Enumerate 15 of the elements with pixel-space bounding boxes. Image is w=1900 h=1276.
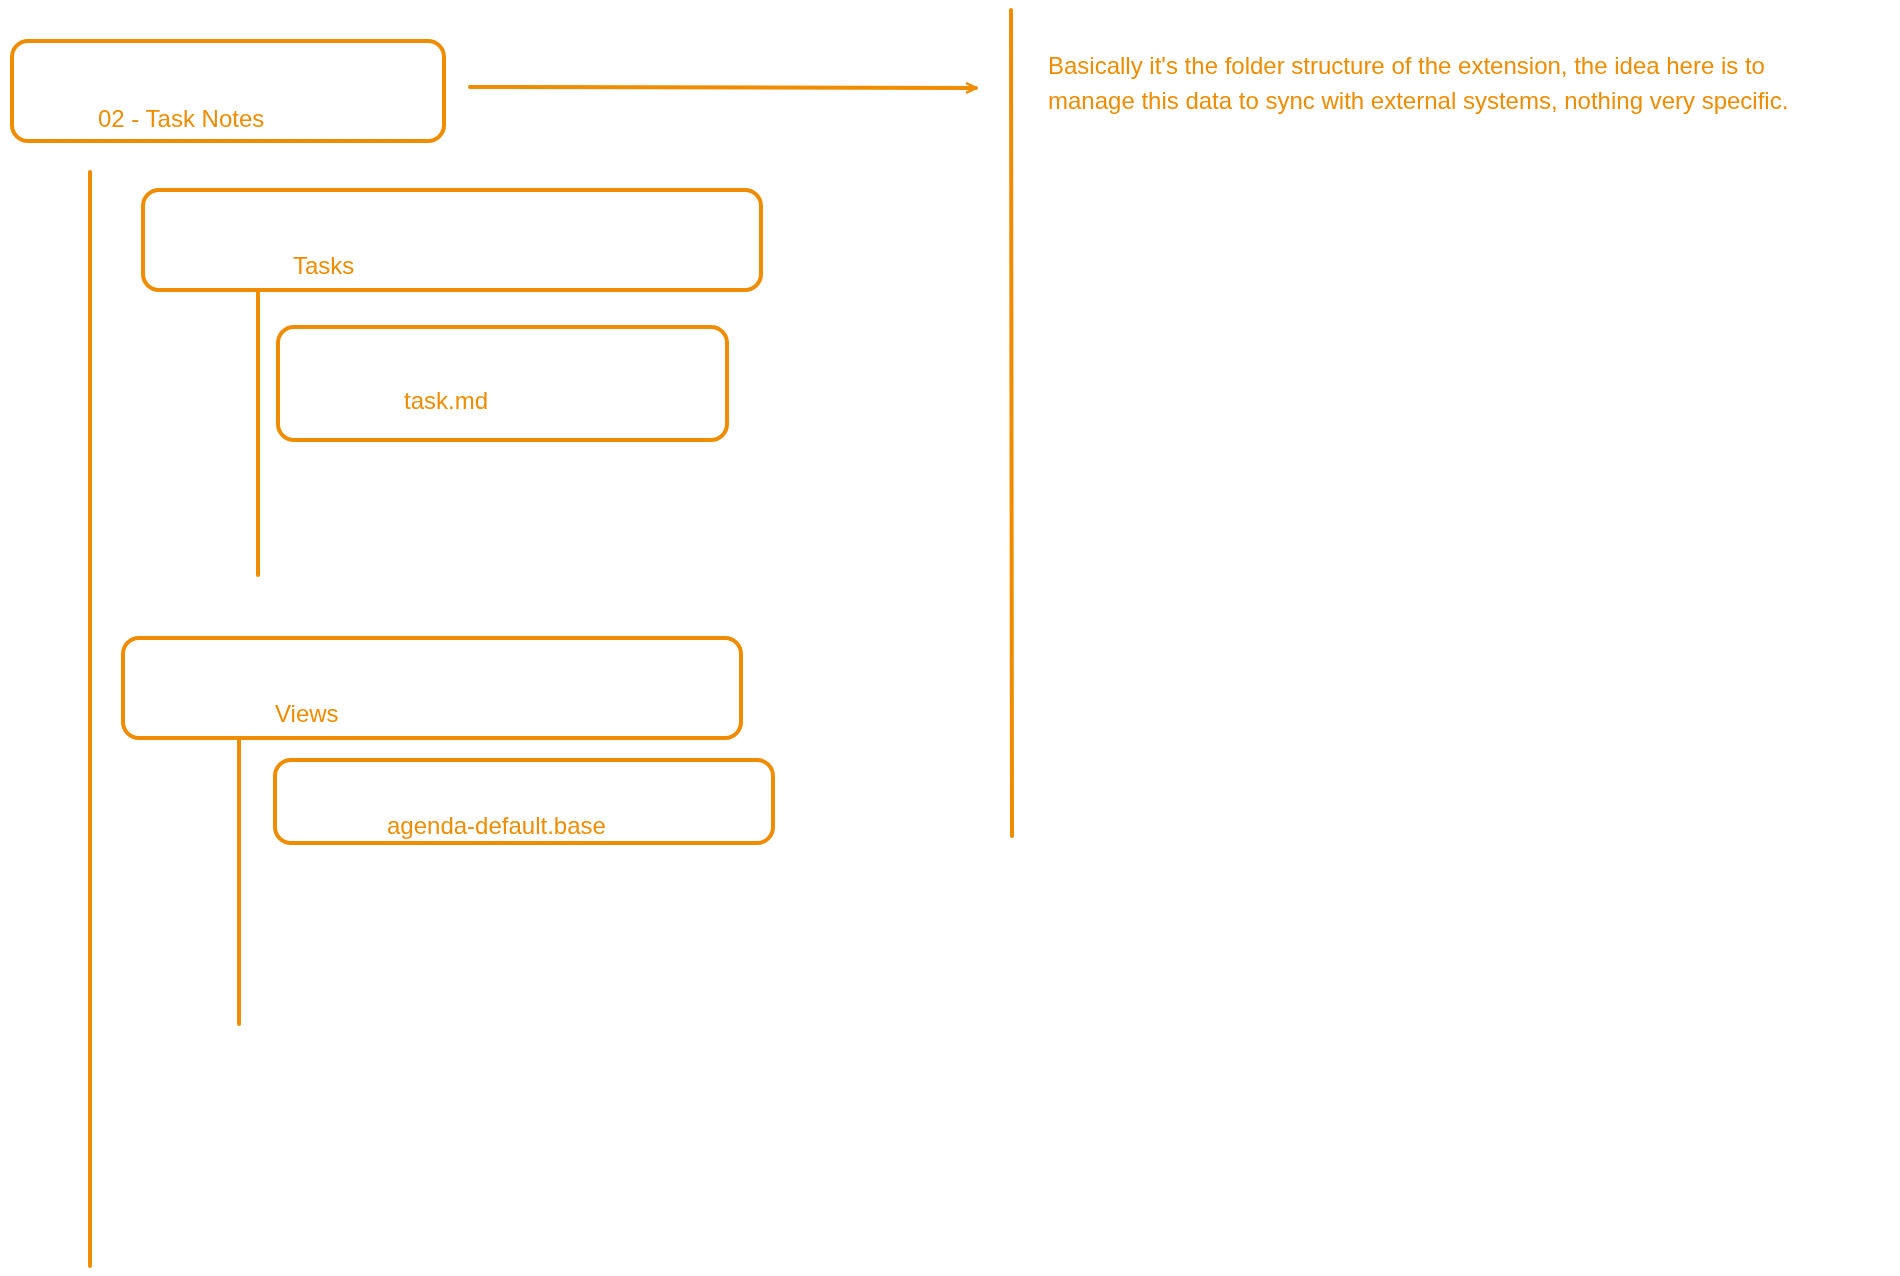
folder-label: Views [275,700,340,728]
folder-box [10,39,446,143]
folder-label: agenda-default.base [387,812,607,840]
folder-box [141,188,763,292]
connector-line [88,170,92,1268]
folder-box [121,636,743,740]
note-text: Basically it's the folder structure of the extension, the idea here is to manage this data to sync with external systems, nothing very specific. [1040,44,1850,224]
folder-label: task.md [404,387,490,415]
connector-line [256,290,260,577]
folder-label: Tasks [293,252,356,280]
folder-box [276,325,729,442]
folder-label: 02 - Task Notes [98,105,266,133]
folder-box [273,758,775,845]
arrow [468,81,978,95]
connector-line [237,738,241,1026]
